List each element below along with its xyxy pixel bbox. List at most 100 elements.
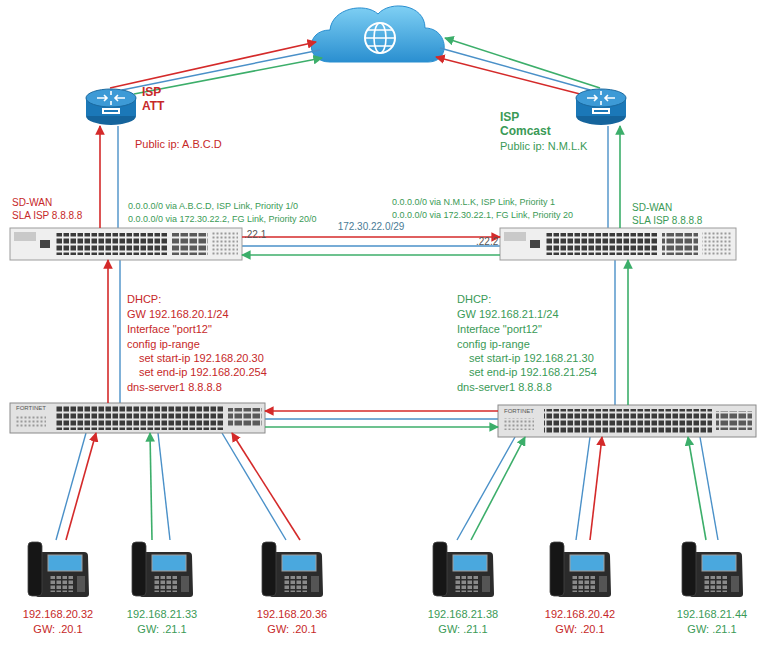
route-note: 0.0.0.0/0 via N.M.L.K, ISP Link, Priorit…: [392, 197, 555, 208]
router-label: ISP ATT: [142, 85, 176, 114]
firewall-chassis: [10, 228, 242, 260]
dhcp-config: set start-ip 192.168.20.30: [139, 352, 264, 365]
dhcp-config: Interface "port12": [457, 323, 542, 336]
dhcp-config: GW 192.168.21.1/24: [457, 308, 559, 321]
status-leds: [504, 418, 534, 430]
traffic-arrow: [242, 236, 500, 238]
interface-ip: .22.2: [476, 236, 498, 248]
link-subnet: 172.30.22.0/29: [338, 221, 405, 233]
traffic-arrow: [265, 410, 498, 412]
sfp-ports: [716, 411, 752, 430]
phone-address: 192.168.20.42: [530, 608, 630, 621]
traffic-arrow: [134, 58, 322, 94]
phone-address: 192.168.21.44: [662, 608, 760, 621]
cable-line: [242, 245, 500, 246]
phone-address: 192.168.21.33: [112, 608, 212, 621]
traffic-arrow: [150, 433, 152, 540]
dhcp-config: DHCP:: [127, 293, 161, 306]
route-note: SLA ISP 8.8.8.8: [632, 215, 702, 227]
phone-address: GW: .20.1: [8, 623, 108, 636]
cable-line: [607, 126, 608, 228]
traffic-arrow: [107, 260, 109, 403]
cable-line: [158, 433, 170, 540]
console-port: [40, 240, 50, 248]
cable-line: [56, 433, 86, 540]
phone-icon: [682, 542, 743, 597]
dhcp-config: dns-server1 8.8.8.8: [457, 381, 552, 394]
ip-phone: 192.168.20.36GW: .20.1: [260, 540, 324, 598]
route-note: SLA ISP 8.8.8.8: [12, 210, 82, 222]
chassis-body: [500, 228, 736, 260]
phone-address: 192.168.20.32: [8, 608, 108, 621]
traffic-arrow: [436, 57, 580, 94]
traffic-arrow: [471, 437, 525, 540]
router-label: Public ip: A.B.C.D: [135, 138, 222, 151]
dhcp-config: set start-ip 192.168.21.30: [469, 352, 594, 365]
phone-address: GW: .21.1: [413, 623, 513, 636]
cable-line: [265, 418, 498, 419]
isp-router: ISP ComcastPublic ip: N.M.L.K: [575, 88, 627, 126]
traffic-arrow: [590, 437, 602, 540]
switch-chassis: [498, 405, 756, 437]
cable-line: [222, 433, 286, 540]
fortigate-firewall: 0.0.0.0/0 via N.M.L.K, ISP Link, Priorit…: [500, 228, 736, 260]
ip-phone: 192.168.20.42GW: .20.1: [548, 540, 612, 598]
chassis-body: [10, 403, 265, 433]
sfp-ports: [228, 408, 262, 427]
route-note: SD-WAN: [632, 202, 672, 214]
phone-icon: [550, 542, 611, 597]
brand-logo: FORTINET: [504, 408, 534, 415]
vent-grille: [702, 232, 732, 256]
phone-address: 192.168.21.38: [413, 608, 513, 621]
dhcp-config: config ip-range: [127, 338, 200, 351]
internet-cloud: [311, 6, 444, 62]
traffic-arrow: [242, 254, 500, 256]
cable-line: [576, 437, 590, 540]
dhcp-config: set end-ip 192.168.21.254: [469, 366, 597, 379]
fortigate-firewall: SD-WANSLA ISP 8.8.8.80.0.0.0/0 via A.B.C…: [10, 228, 242, 260]
globe-icon: [365, 23, 395, 53]
route-note: 0.0.0.0/0 via 172.30.22.2, FG Link, Prio…: [128, 214, 317, 225]
sfp-ports: [172, 233, 208, 255]
logo-plate: [504, 232, 526, 241]
vent-grille: [212, 232, 238, 256]
traffic-arrow: [688, 437, 706, 540]
cable-line: [700, 437, 718, 540]
ip-phone: 192.168.21.44GW: .21.1: [680, 540, 744, 598]
port-grid: [546, 233, 658, 255]
status-leds: [16, 415, 46, 427]
cable-line: [440, 48, 590, 90]
route-note: SD-WAN: [12, 197, 52, 209]
traffic-arrow: [66, 433, 96, 540]
firewall-chassis: [500, 228, 736, 260]
dhcp-config: DHCP:: [457, 293, 491, 306]
router-icon: [86, 89, 136, 125]
chassis-body: [10, 228, 242, 260]
uplink-wires: [110, 38, 600, 94]
cable-lines: [56, 126, 718, 540]
logo-plate: [14, 232, 36, 241]
cable-line: [119, 260, 120, 403]
brand-logo: FORTINET: [16, 405, 46, 412]
traffic-arrow: [265, 426, 498, 428]
port-grid: [56, 233, 168, 255]
port-grid: [56, 406, 224, 430]
cable-line: [457, 437, 515, 540]
dhcp-config: config ip-range: [457, 338, 530, 351]
traffic-arrow: [232, 433, 300, 540]
dhcp-config: set end-ip 192.168.20.254: [139, 366, 267, 379]
route-note: 0.0.0.0/0 via A.B.C.D, ISP Link, Priorit…: [128, 201, 298, 212]
sfp-ports: [662, 233, 698, 255]
cloud-shape: [311, 6, 444, 62]
phone-icon: [132, 542, 193, 597]
phone-address: GW: .20.1: [242, 623, 342, 636]
traffic-arrow: [99, 126, 101, 228]
ip-phone: 192.168.21.38GW: .21.1: [431, 540, 495, 598]
phone-address: GW: .21.1: [662, 623, 760, 636]
dhcp-config: GW 192.168.20.1/24: [127, 308, 229, 321]
router-label: Public ip: N.M.L.K: [500, 140, 587, 153]
phone-icon: [28, 542, 89, 597]
router-icon: [576, 89, 626, 125]
traffic-arrow: [445, 38, 600, 88]
